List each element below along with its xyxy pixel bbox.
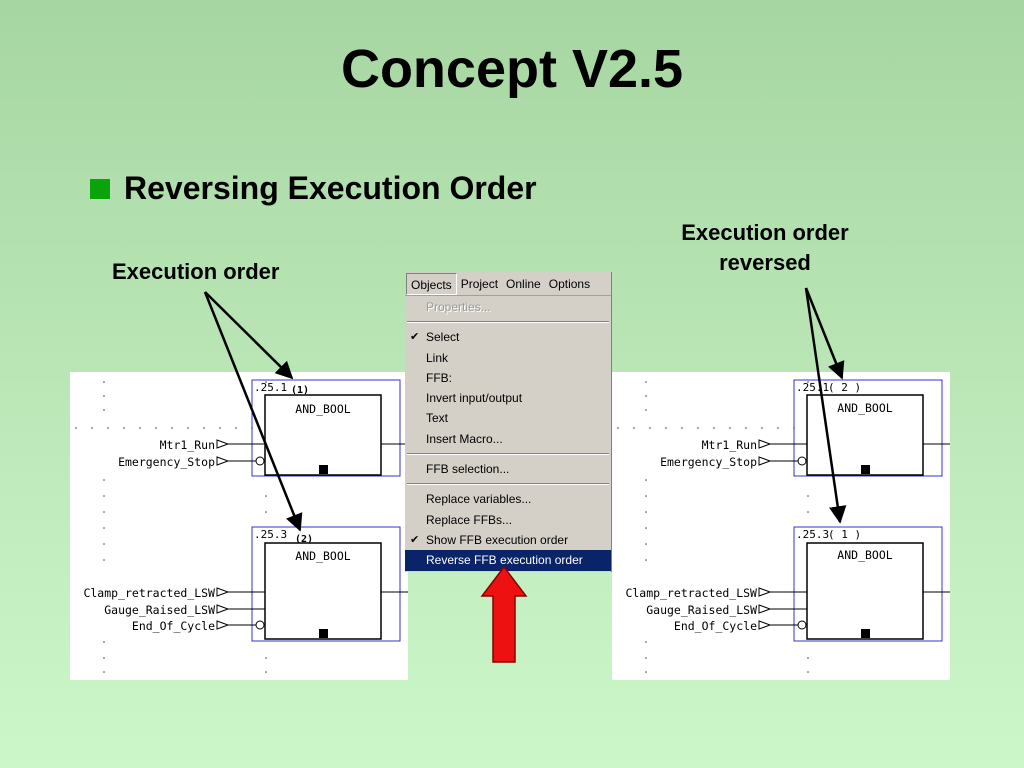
menu-item-properties: Properties... [405,297,611,317]
menu-item-invert-input-output[interactable]: Invert input/output [405,388,611,408]
diagram-reversed-order: .25.1 ( 2 ) AND_BOOL Mtr1_Run Emergency_… [612,372,950,680]
block1-marker-icon [319,465,328,474]
diagram-right-svg: .25.1 ( 2 ) AND_BOOL Mtr1_Run Emergency_… [617,379,950,673]
menu-item-label: Properties... [426,300,491,314]
diagram-left-svg: .25.1 (1) AND_BOOL Mtr1_Run Emergency_St… [75,379,408,673]
menubar-objects[interactable]: Objects [406,272,457,295]
checkmark-icon: ✔ [410,533,420,546]
block2-input-2-connector-icon [216,604,230,614]
r-block1-id: .25.1 [796,381,829,394]
r-block2-input-2-connector-icon [758,604,772,614]
r-block2-input-3: End_Of_Cycle [674,619,757,633]
block2-marker-icon [319,629,328,638]
menu-item-label: Select [426,330,460,345]
menu-separator [405,449,611,459]
r-block1-type: AND_BOOL [837,401,892,415]
block1-id: .25.1 [254,381,287,394]
objects-menu: Objects Project Online Options Propertie… [405,272,612,572]
bullet-text: Reversing Execution Order [124,170,537,206]
label-reversed-line2: reversed [719,250,811,275]
menu-separator [405,317,611,327]
menu-item-label: Insert Macro... [426,431,503,446]
block2-input-3-connector-icon [216,620,230,630]
menu-item-label: FFB: [426,370,452,385]
menu-item-replace-variables[interactable]: Replace variables... [405,489,611,509]
menubar-project[interactable]: Project [460,276,499,291]
block1-type: AND_BOOL [295,402,350,416]
r-block1-invert-icon [797,456,807,466]
bullet-row: Reversing Execution Order [90,170,537,207]
r-block2-invert-icon [797,620,807,630]
diagram-original-order: .25.1 (1) AND_BOOL Mtr1_Run Emergency_St… [70,372,408,680]
bullet-square-icon [90,178,110,199]
r-block1-order: ( 2 ) [828,381,861,394]
menu-item-text[interactable]: Text [405,408,611,428]
r-block1-input-2: Emergency_Stop [660,455,757,469]
r-block1-input-2-connector-icon [758,456,772,466]
r-block2-input-1-connector-icon [758,587,772,597]
block1-input-2: Emergency_Stop [118,455,215,469]
block2-invert-icon [255,620,265,630]
block1-input-1: Mtr1_Run [160,438,215,452]
r-block1-marker-icon [861,465,870,474]
block1-invert-icon [255,456,265,466]
block2-input-3: End_Of_Cycle [132,619,215,633]
menu-item-insert-macro[interactable]: Insert Macro... [405,429,611,449]
label-reversed-line1: Execution order [681,220,849,245]
label-execution-order: Execution order [112,259,280,284]
slide-title: Concept V2.5 [340,39,684,99]
menu-item-replace-ffbs[interactable]: Replace FFBs... [405,510,611,530]
menubar: Objects Project Online Options [405,272,611,296]
menu-item-label: Show FFB execution order [426,532,569,547]
r-block2-id: .25.3 [796,528,829,541]
block2-id: .25.3 [254,528,287,541]
menu-item-label: Link [426,350,449,365]
menu-item-ffb-selection[interactable]: FFB selection... [405,459,611,479]
menubar-online[interactable]: Online [506,276,541,291]
r-block1-frame[interactable] [793,379,943,477]
r-block1-input-1: Mtr1_Run [702,438,757,452]
menu-item-label: FFB selection... [426,462,510,477]
block1-input-2-connector-icon [216,456,230,466]
menubar-options[interactable]: Options [548,276,591,291]
pointer-arrow-icon [204,291,294,380]
menu-item-label: Text [426,411,449,426]
r-block2-marker-icon [861,629,870,638]
r-block2-type: AND_BOOL [837,548,892,562]
block1-input-1-connector-icon [216,439,230,449]
r-block2-frame[interactable] [793,526,943,642]
pointer-arrow-icon [804,287,845,380]
menu-item-reverse-ffb-execution-order[interactable]: Reverse FFB execution order [405,550,611,571]
menu-item-label: Invert input/output [426,391,523,406]
block2-input-1: Clamp_retracted_LSW [83,586,215,600]
menu-item-select[interactable]: ✔ Select [405,327,611,347]
menu-item-show-ffb-execution-order[interactable]: ✔ Show FFB execution order [405,530,611,550]
block2-input-1-connector-icon [216,587,230,597]
checkmark-icon: ✔ [410,331,420,344]
menu-separator [405,479,611,489]
block2-input-2: Gauge_Raised_LSW [104,603,215,617]
menu-item-label: Reverse FFB execution order [426,553,583,568]
r-block2-input-2: Gauge_Raised_LSW [646,603,757,617]
menu-list: Properties... ✔ Select Link FFB: Invert i… [405,296,611,571]
r-block2-order: ( 1 ) [828,528,861,541]
r-block1-input-1-connector-icon [758,439,772,449]
menu-item-link[interactable]: Link [405,348,611,368]
block2-order: (2) [295,534,313,545]
r-block2-input-3-connector-icon [758,620,772,630]
block2-body[interactable] [264,542,382,640]
menu-item-label: Replace FFBs... [426,512,513,527]
r-block2-input-1: Clamp_retracted_LSW [625,586,757,600]
red-up-arrow-icon [480,565,528,663]
menu-item-ffb[interactable]: FFB: [405,368,611,388]
menu-item-label: Replace variables... [426,492,532,507]
label-execution-order-reversed: Execution order reversed [650,218,880,278]
block2-frame[interactable] [251,526,401,642]
r-block2-body[interactable] [806,542,924,640]
block2-type: AND_BOOL [295,549,350,563]
